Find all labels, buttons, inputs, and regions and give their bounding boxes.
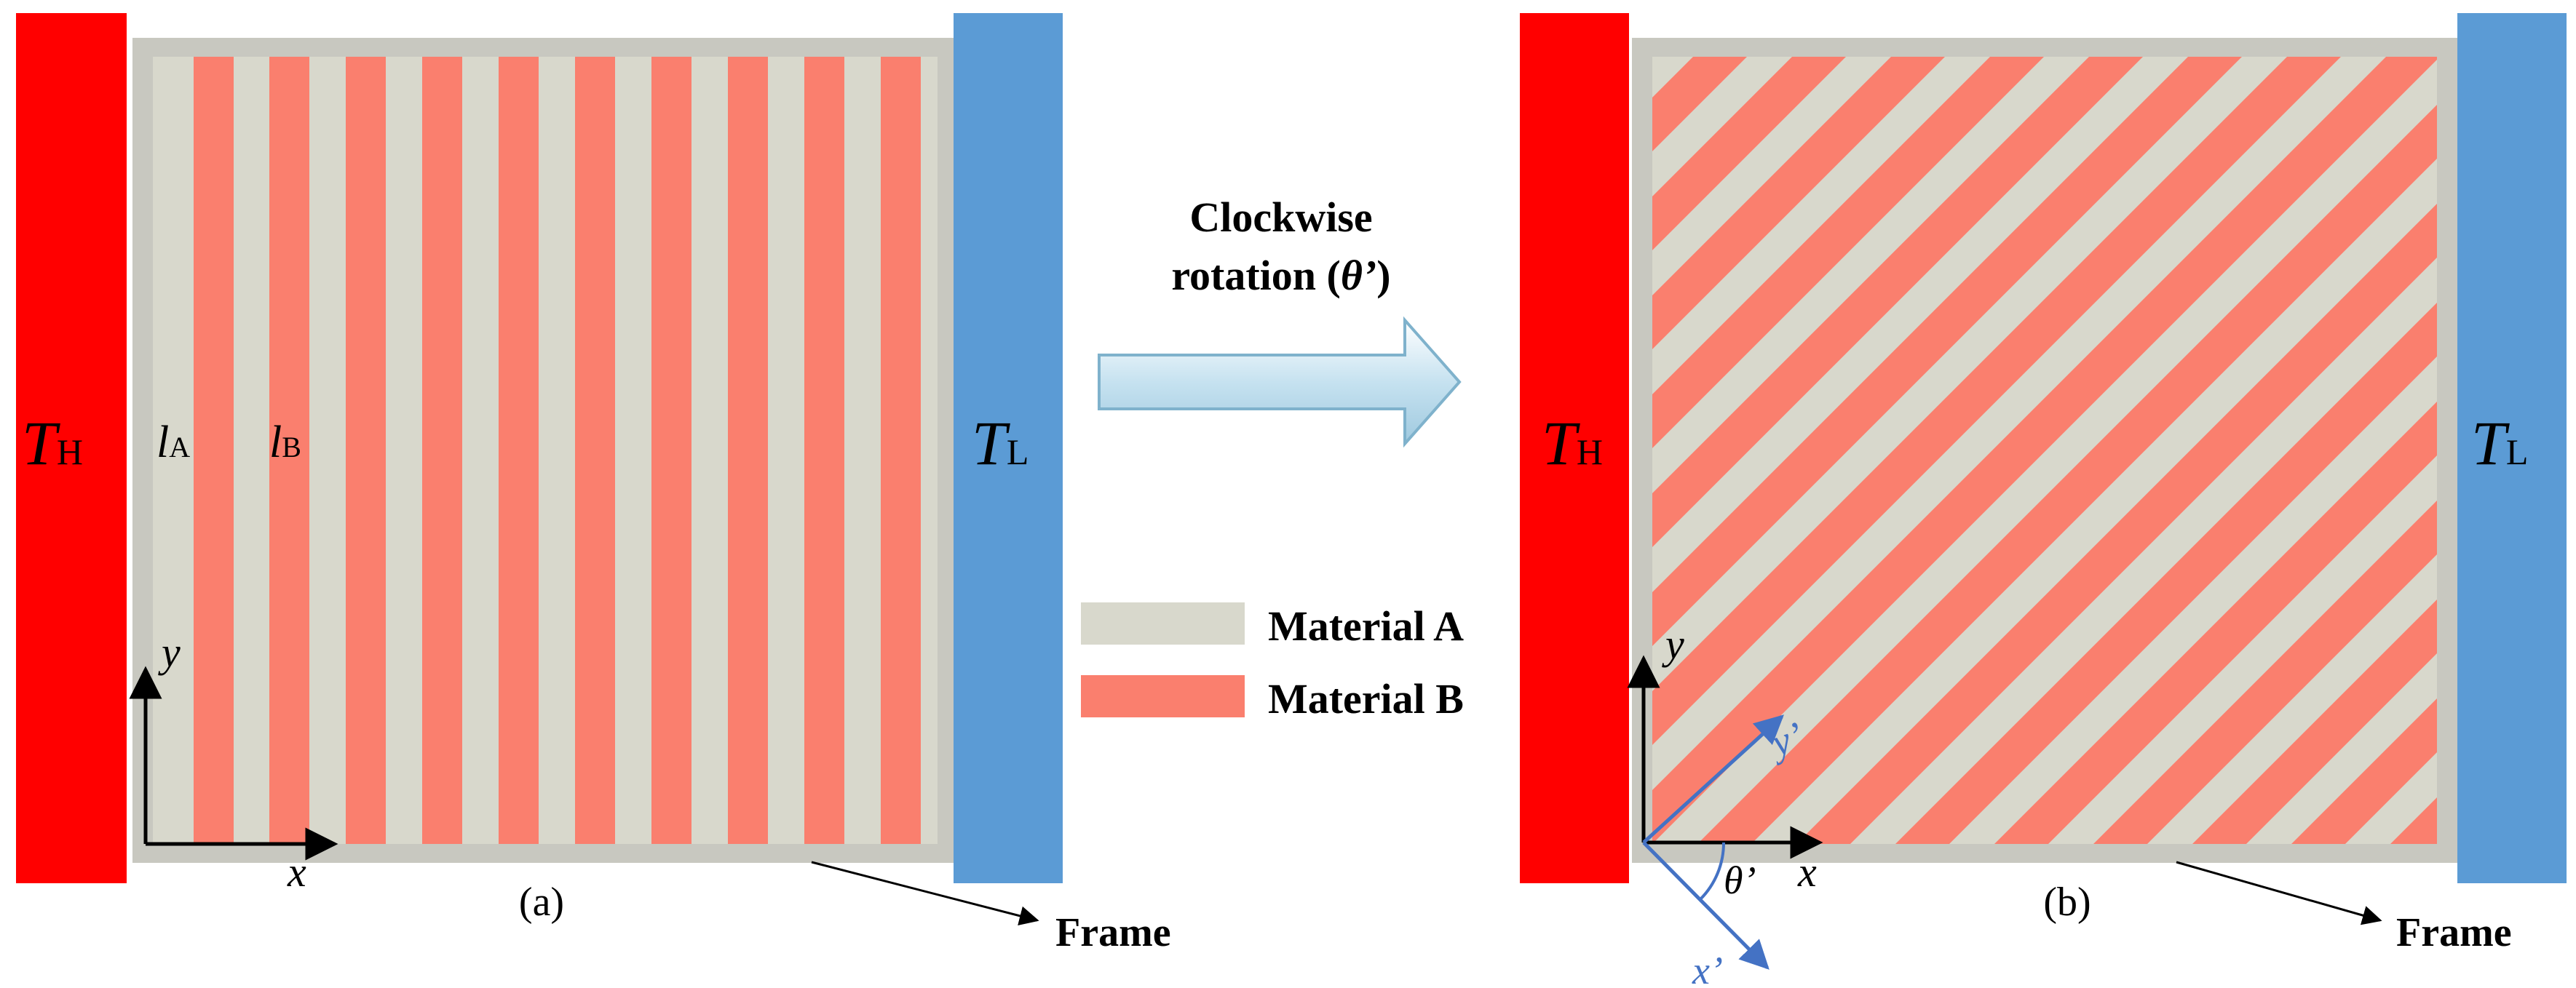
rotation-indicator: Clockwise rotation (θ’) <box>1098 194 1462 448</box>
material-a-diagonal-stripe <box>1652 57 2089 493</box>
panel-a-frame-label: Frame <box>1055 910 1171 955</box>
material-a-diagonal-stripe <box>1652 57 2188 592</box>
panel-b-stripes <box>1652 57 2437 844</box>
material-a-diagonal-stripe <box>1850 258 2437 844</box>
panel-b-angle-label: θ’ <box>1724 858 1756 902</box>
material-a-diagonal-stripe <box>2345 752 2437 844</box>
panel-b-hot-bar <box>1520 13 1629 883</box>
panel-a-y-label: y <box>158 629 181 676</box>
material-a-diagonal-stripe <box>1652 57 1891 295</box>
material-b-stripe <box>346 57 386 844</box>
material-b-stripe <box>499 57 539 844</box>
panel-a: TH TL lA lB y x (a) Frame <box>16 13 1171 955</box>
material-b-stripe <box>804 57 844 844</box>
legend-label-material-b: Material B <box>1268 675 1464 722</box>
panel-a-stripes <box>194 57 921 844</box>
material-a-diagonal-stripe <box>2048 455 2437 844</box>
panel-a-hot-bar <box>16 13 127 883</box>
rotation-arrow <box>1098 316 1462 448</box>
layer-b-label: lB <box>269 418 301 467</box>
panel-a-caption: (a) <box>519 880 564 925</box>
panel-a-x-label: x <box>287 848 306 896</box>
rotation-label-line2: rotation (θ’) <box>1171 252 1390 299</box>
material-a-diagonal-stripe <box>1751 159 2437 844</box>
panel-b-rotated-x-label: x’ <box>1692 949 1723 988</box>
panel-a-frame-pointer <box>811 861 1039 925</box>
panel-b-cold-label: TL <box>2471 408 2528 478</box>
legend-swatch-material-b <box>1081 675 1245 717</box>
panel-b-y-label: y <box>1662 621 1684 668</box>
panel-b-frame-pointer <box>2176 861 2382 925</box>
panel-b-rotated-y-axis <box>1642 714 1784 844</box>
material-b-stripe <box>728 57 768 844</box>
material-a-diagonal-stripe <box>2147 554 2437 844</box>
legend-swatch-material-a <box>1081 602 1245 645</box>
panel-b-x-label: x <box>1797 848 1817 896</box>
panel-a-cold-bar <box>954 13 1063 883</box>
material-b-stripe <box>269 57 309 844</box>
legend: Material A Material B <box>1081 602 1464 722</box>
material-b-stripe <box>194 57 234 844</box>
material-b-stripe <box>881 57 921 844</box>
material-b-stripe <box>651 57 691 844</box>
material-a-diagonal-stripe <box>1652 57 2386 790</box>
panel-b: TH TL y x y’ x’ θ’ (b) Frame <box>1520 13 2567 988</box>
material-a-diagonal-stripe <box>1652 57 2287 691</box>
legend-label-material-a: Material A <box>1268 602 1464 650</box>
material-b-stripe <box>575 57 615 844</box>
material-a-diagonal-stripe <box>1652 57 1792 196</box>
material-a-diagonal-stripe <box>1652 57 1693 97</box>
material-a-diagonal-stripe <box>1652 60 2437 844</box>
material-b-stripe <box>422 57 462 844</box>
panel-b-angle-arc <box>1699 842 1726 901</box>
material-a-diagonal-stripe <box>1949 356 2437 844</box>
panel-b-cold-bar <box>2457 13 2567 883</box>
rotation-label-line1: Clockwise <box>1189 194 1372 241</box>
layer-a-label: lA <box>156 418 190 467</box>
panel-b-rotated-x-axis <box>1642 841 1769 970</box>
panel-a-cold-label: TL <box>972 408 1029 478</box>
material-a-diagonal-stripe <box>2246 653 2437 844</box>
panel-b-hot-label: TH <box>1542 408 1603 478</box>
panel-a-hot-label: TH <box>22 408 83 478</box>
panel-b-caption: (b) <box>2043 880 2090 925</box>
material-a-diagonal-stripe <box>1652 57 1990 394</box>
panel-b-frame-label: Frame <box>2396 910 2512 955</box>
